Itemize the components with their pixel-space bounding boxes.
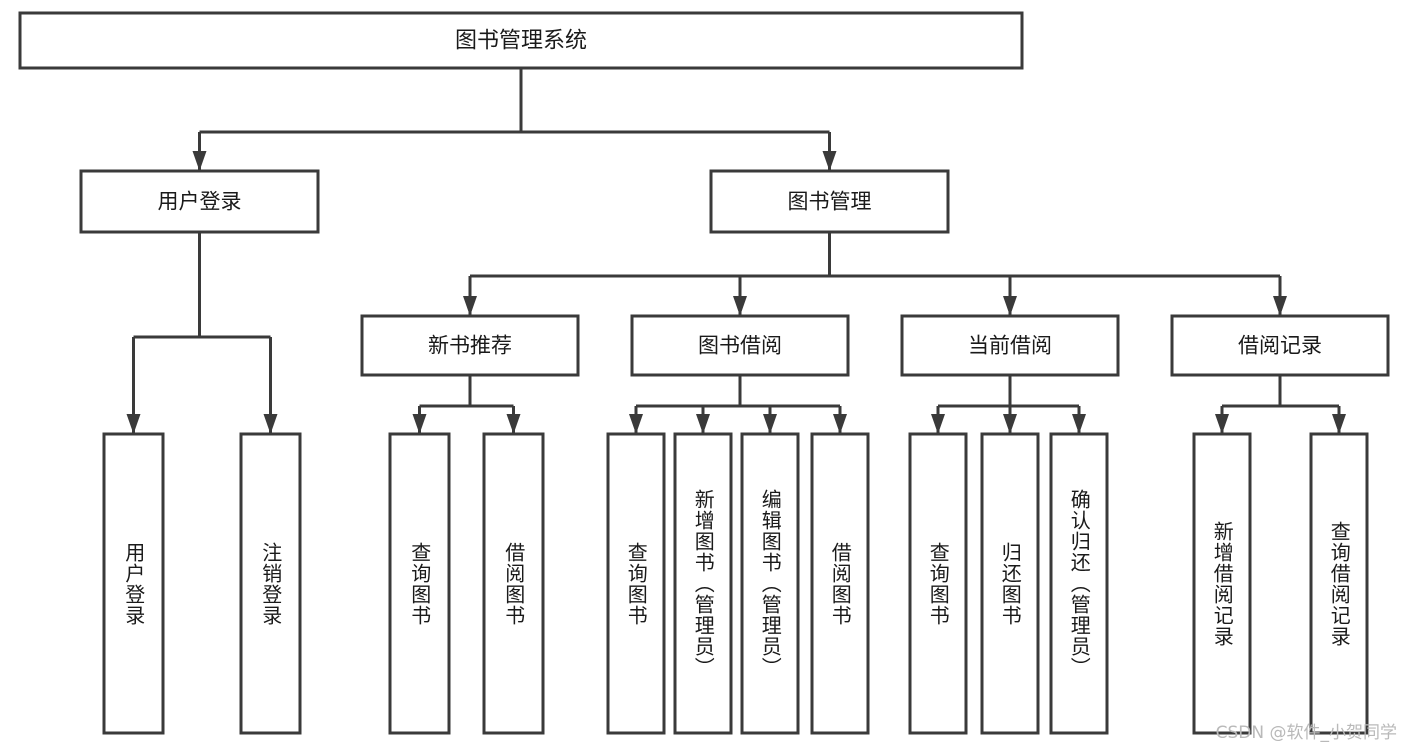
arrow-head-icon [763,414,777,434]
node-box[interactable] [360,314,580,377]
node-box[interactable] [900,314,1120,377]
node-leaf_7[interactable] [740,432,800,735]
arrow-head-icon [506,414,521,434]
arrow-head-icon [1332,414,1346,434]
node-l3_3[interactable]: 当前借阅 [900,314,1120,377]
node-box[interactable] [810,432,870,735]
arrow-head-icon [822,151,837,171]
node-label: 图书管理 [788,190,872,214]
node-leaf_12[interactable] [1192,432,1252,735]
node-box[interactable] [1192,432,1252,735]
arrow-head-icon [931,414,945,434]
watermark: CSDN @软件_小贺同学 [1215,723,1397,743]
node-box[interactable] [1049,432,1109,735]
node-box[interactable] [79,169,320,234]
node-box[interactable] [1170,314,1390,377]
node-box[interactable] [102,432,165,735]
node-box[interactable] [908,432,968,735]
arrow-head-icon [1003,296,1017,316]
node-leaf_5[interactable] [606,432,666,735]
node-l3_1[interactable]: 新书推荐 [360,314,580,377]
node-leaf_13[interactable] [1309,432,1369,735]
arrow-head-icon [192,151,207,171]
node-leaf_9[interactable] [908,432,968,735]
node-box[interactable] [482,432,545,735]
node-label: 新书推荐 [428,334,512,358]
node-root[interactable]: 图书管理系统 [18,11,1024,70]
node-box[interactable] [709,169,950,234]
node-box[interactable] [630,314,850,377]
node-box[interactable] [239,432,302,735]
arrow-head-icon [463,296,477,316]
node-box[interactable] [980,432,1040,735]
node-l2_1[interactable]: 用户登录 [79,169,320,234]
node-label: 图书管理系统 [455,29,587,54]
node-label: 图书借阅 [698,334,782,358]
node-leaf_8[interactable] [810,432,870,735]
node-leaf_3[interactable] [388,432,451,735]
arrow-head-icon [629,414,643,434]
node-leaf_11[interactable] [1049,432,1109,735]
node-leaf_2[interactable] [239,432,302,735]
node-label: 当前借阅 [968,334,1052,358]
arrow-head-icon [1003,414,1017,434]
arrow-head-icon [263,414,278,434]
node-leaf_10[interactable] [980,432,1040,735]
edge-layer [126,68,1346,434]
node-leaf_4[interactable] [482,432,545,735]
node-label: 借阅记录 [1238,334,1322,358]
node-box[interactable] [673,432,733,735]
node-l3_2[interactable]: 图书借阅 [630,314,850,377]
arrow-head-icon [733,296,747,316]
node-l3_4[interactable]: 借阅记录 [1170,314,1390,377]
node-leaf_6[interactable] [673,432,733,735]
arrow-head-icon [1273,296,1287,316]
node-box[interactable] [388,432,451,735]
node-box[interactable] [740,432,800,735]
node-l2_2[interactable]: 图书管理 [709,169,950,234]
arrow-head-icon [696,414,710,434]
node-leaf_1[interactable] [102,432,165,735]
arrow-head-icon [833,414,847,434]
arrow-head-icon [126,414,141,434]
node-box[interactable] [606,432,666,735]
node-box[interactable] [18,11,1024,70]
arrow-head-icon [1072,414,1086,434]
arrow-head-icon [412,414,427,434]
node-box[interactable] [1309,432,1369,735]
arrow-head-icon [1215,414,1229,434]
node-label: 用户登录 [158,190,242,214]
